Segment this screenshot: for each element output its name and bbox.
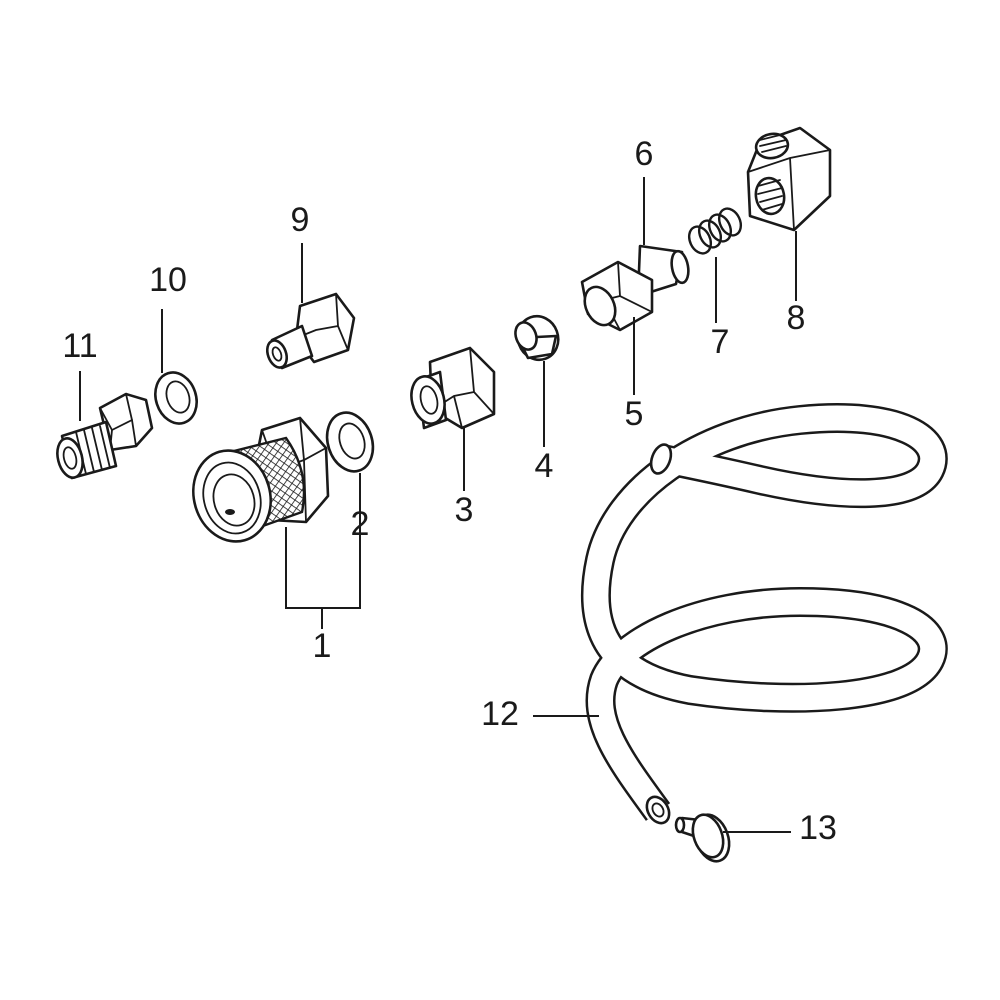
part-10-washer — [154, 371, 198, 425]
callout-2: 2 — [351, 505, 370, 543]
callout-12: 12 — [481, 695, 519, 733]
part-1-quick-coupler — [192, 416, 330, 543]
callout-13: 13 — [799, 809, 837, 847]
callout-10: 10 — [149, 261, 187, 299]
callout-3: 3 — [455, 491, 474, 529]
part-9-reducer — [265, 292, 356, 370]
callout-11: 11 — [62, 327, 97, 365]
callout-1: 1 — [313, 627, 332, 665]
leader-lines — [79, 177, 797, 833]
part-5-6-check-body — [580, 244, 690, 332]
part-13-plug — [674, 813, 731, 863]
callout-4: 4 — [535, 447, 554, 485]
part-2-washer — [325, 411, 375, 473]
callout-5: 5 — [625, 395, 644, 433]
callout-6: 6 — [635, 135, 654, 173]
callout-7: 7 — [711, 323, 730, 361]
part-12-hose — [580, 403, 948, 825]
part-4-seat — [514, 314, 560, 362]
part-8-elbow — [746, 126, 832, 232]
part-11-male-nipple — [56, 392, 154, 480]
part-7-spring — [687, 207, 743, 255]
part-3-hex-nipple — [410, 346, 496, 430]
callout-9: 9 — [291, 201, 310, 239]
callout-8: 8 — [787, 299, 806, 337]
callouts: 11 10 9 2 1 3 4 5 6 7 8 12 13 — [62, 135, 837, 847]
